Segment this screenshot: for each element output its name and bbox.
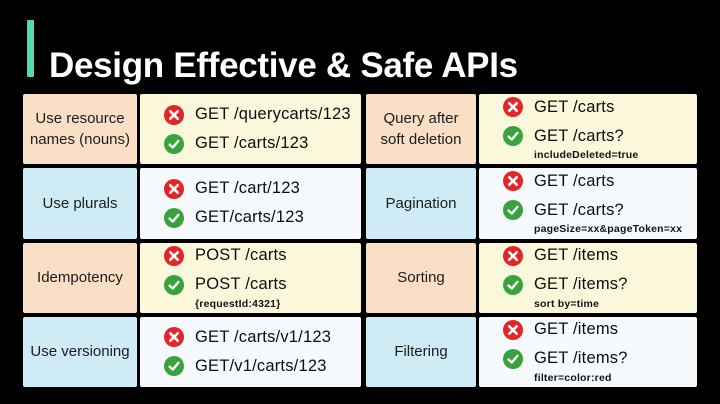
bad-example-line: POST /carts	[164, 245, 287, 266]
bad-example-line: GET /items	[503, 319, 619, 340]
practice-label: Filtering	[394, 343, 448, 361]
check-icon	[164, 356, 184, 377]
bad-example-text: GET /carts	[534, 171, 615, 190]
practice-label-cell: Use resource names (nouns)	[23, 94, 137, 165]
good-example-text: GET /items?	[534, 275, 628, 294]
check-icon	[164, 133, 184, 154]
practice-label-cell: Sorting	[366, 242, 476, 313]
good-example-text: GET /carts?	[534, 200, 624, 219]
practice-label-cell: Filtering	[366, 316, 476, 387]
query-param-text: filter=color:red	[534, 371, 612, 384]
cross-icon	[164, 104, 184, 125]
practice-label-cell: Query after soft deletion	[366, 94, 476, 165]
check-icon	[503, 274, 523, 295]
bad-example-text: GET /items	[534, 246, 619, 265]
good-example-text: GET/carts/123	[195, 208, 304, 227]
good-example-line: GET /carts?	[503, 200, 624, 221]
practice-label: Use versioning	[30, 343, 130, 361]
example-cell: GET /carts GET /carts? includeDeleted=tr…	[479, 94, 697, 165]
cross-icon	[164, 245, 184, 266]
bad-example-text: GET /carts/v1/123	[195, 327, 332, 346]
practice-label-cell: Use plurals	[23, 168, 137, 239]
bad-example-text: GET /querycarts/123	[195, 105, 351, 124]
example-cell: GET /items GET /items? filter=color:red	[479, 316, 697, 387]
query-param-text: {requestId:4321}	[195, 297, 281, 310]
bad-example-line: GET /querycarts/123	[164, 104, 351, 125]
example-cell: POST /carts POST /carts {requestId:4321}	[140, 242, 361, 313]
good-example-text: GET/v1/carts/123	[195, 356, 327, 375]
table-left-half: Use resource names (nouns) GET /querycar…	[23, 94, 361, 387]
practice-label: Sorting	[397, 269, 445, 287]
good-example-line: GET /items?	[503, 274, 628, 295]
page-title: Design Effective & Safe APIs	[49, 46, 518, 86]
practice-label-cell: Idempotency	[23, 242, 137, 313]
good-example-text: GET /items?	[534, 349, 628, 368]
example-cell: GET /carts/v1/123 GET/v1/carts/123	[140, 316, 361, 387]
example-cell: GET /items GET /items? sort by=time	[479, 242, 697, 313]
check-icon	[164, 274, 184, 295]
query-param-text: sort by=time	[534, 297, 600, 310]
practice-label-cell: Use versioning	[23, 316, 137, 387]
practice-label: Pagination	[385, 194, 457, 212]
bad-example-line: GET /carts/v1/123	[164, 327, 332, 348]
practice-label-cell: Pagination	[366, 168, 476, 239]
good-example-text: GET /carts?	[534, 126, 624, 145]
cross-icon	[503, 245, 523, 266]
check-icon	[503, 200, 523, 221]
bad-example-line: GET /cart/123	[164, 178, 301, 199]
query-param-text: includeDeleted=true	[534, 149, 639, 162]
practice-label: Idempotency	[37, 269, 123, 287]
good-example-text: GET /carts/123	[195, 134, 309, 153]
cross-icon	[164, 327, 184, 348]
practice-label: Query after soft deletion	[380, 110, 462, 149]
good-example-line: GET /carts?	[503, 126, 624, 147]
example-cell: GET /querycarts/123 GET /carts/123	[140, 94, 361, 165]
bad-example-text: GET /items	[534, 320, 619, 339]
example-cell: GET /cart/123 GET/carts/123	[140, 168, 361, 239]
cross-icon	[503, 319, 523, 340]
practice-label: Use plurals	[42, 194, 118, 212]
query-param-text: pageSize=xx&pageToken=xx	[534, 223, 683, 236]
bad-example-line: GET /items	[503, 245, 619, 266]
title-accent-bar	[27, 20, 34, 77]
bad-example-line: GET /carts	[503, 97, 615, 118]
good-example-line: GET/carts/123	[164, 207, 304, 228]
cross-icon	[503, 171, 523, 192]
cross-icon	[503, 97, 523, 118]
good-example-line: POST /carts	[164, 274, 287, 295]
bad-example-line: GET /carts	[503, 171, 615, 192]
good-example-line: GET/v1/carts/123	[164, 356, 327, 377]
good-example-line: GET /carts/123	[164, 133, 309, 154]
check-icon	[503, 126, 523, 147]
good-example-line: GET /items?	[503, 348, 628, 369]
good-example-text: POST /carts	[195, 275, 287, 294]
practice-label: Use resource names (nouns)	[29, 110, 131, 149]
bad-example-text: GET /carts	[534, 97, 615, 116]
cross-icon	[164, 178, 184, 199]
table-right-half: Query after soft deletion GET /carts GET…	[366, 94, 697, 387]
bad-example-text: POST /carts	[195, 246, 287, 265]
example-cell: GET /carts GET /carts? pageSize=xx&pageT…	[479, 168, 697, 239]
bad-example-text: GET /cart/123	[195, 179, 301, 198]
check-icon	[164, 207, 184, 228]
check-icon	[503, 348, 523, 369]
